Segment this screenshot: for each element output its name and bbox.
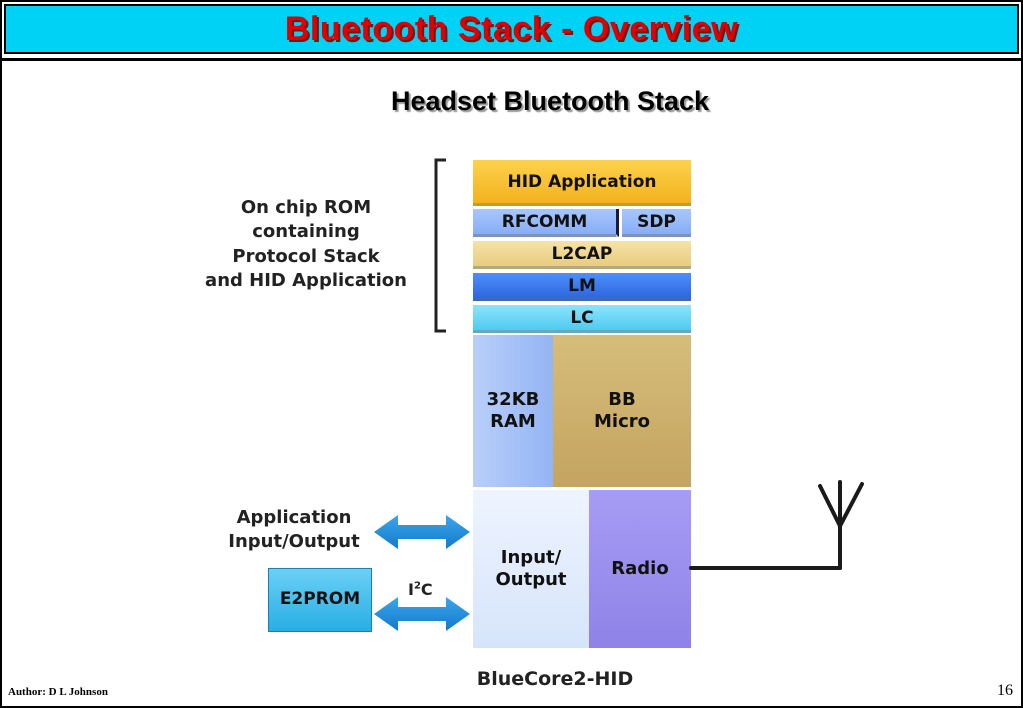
bb-label-line: Micro [594,411,650,432]
bb-label-line: BB [608,388,636,410]
lc-layer: LC [473,305,691,333]
input-output-block: Input/ Output [473,490,589,648]
i2c-label: I2C [408,580,433,599]
rom-label-line: and HID Application [205,269,407,291]
title-separator [0,58,1023,61]
rom-label: On chip ROM containing Protocol Stack an… [196,196,416,293]
ram-label-line: RAM [490,411,536,432]
e2prom-block: E2PROM [268,568,372,632]
l2cap-layer: L2CAP [473,241,691,269]
double-arrow-icon [374,515,470,549]
io-label-line: Output [495,569,567,590]
chip-caption: BlueCore2-HID [476,668,634,690]
author-footer: Author: D L Johnson [8,686,108,698]
bracket-icon [434,158,446,333]
radio-block: Radio [589,490,691,648]
rom-label-line: containing [252,221,360,243]
ram-label-line: 32KB [486,388,540,410]
antenna-icon [689,480,864,570]
rom-label-line: On chip ROM [240,197,372,218]
page-number: 16 [997,682,1013,699]
lm-layer: LM [473,273,691,301]
io-label-line: Input/ [500,546,562,568]
diagram-subtitle: Headset Bluetooth Stack [390,86,710,116]
sdp-layer: SDP [622,209,691,237]
bb-micro-block: BB Micro [553,335,691,487]
title-bar: Bluetooth Stack - Overview [4,4,1019,54]
double-arrow-icon [374,597,470,631]
ram-block: 32KB RAM [473,335,553,487]
rfcomm-layer: RFCOMM [473,209,619,237]
app-io-label-line: Input/Output [228,531,360,553]
hid-application-layer: HID Application [473,160,691,206]
app-io-label-line: Application [236,507,352,528]
slide-title: Bluetooth Stack - Overview [284,9,739,48]
application-io-label: Application Input/Output [214,506,374,555]
rom-label-line: Protocol Stack [232,245,380,267]
